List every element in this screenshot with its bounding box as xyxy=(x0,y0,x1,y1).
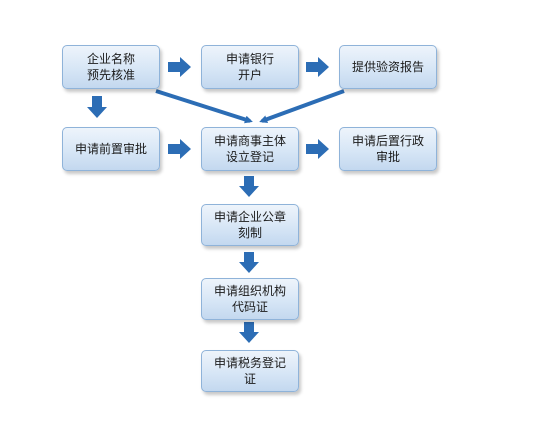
step-name-pre-approval: 企业名称 预先核准 xyxy=(62,45,160,89)
arrow-bank-to-verification xyxy=(306,57,329,77)
step-bank-account: 申请银行 开户 xyxy=(201,45,299,89)
arrow-preapproval-to-registration xyxy=(168,139,191,159)
arrow-name-to-bank xyxy=(168,57,191,77)
step-capital-verification: 提供验资报告 xyxy=(339,45,437,89)
arrow-verification-diagonal-to-registration xyxy=(259,89,345,124)
arrow-name-to-preapproval xyxy=(87,96,107,118)
arrow-seal-to-orgcode xyxy=(239,252,259,273)
step-company-seal: 申请企业公章 刻制 xyxy=(201,204,299,246)
arrow-orgcode-to-tax xyxy=(239,322,259,343)
step-registration: 申请商事主体 设立登记 xyxy=(201,127,299,171)
step-org-code: 申请组织机构 代码证 xyxy=(201,278,299,320)
arrow-registration-to-postapproval xyxy=(306,139,329,159)
step-tax-registration: 申请税务登记 证 xyxy=(201,350,299,392)
step-post-approval: 申请后置行政 审批 xyxy=(339,127,437,171)
arrow-registration-to-seal xyxy=(239,176,259,197)
arrow-name-diagonal-to-registration xyxy=(155,89,253,124)
step-pre-approval: 申请前置审批 xyxy=(62,127,160,171)
